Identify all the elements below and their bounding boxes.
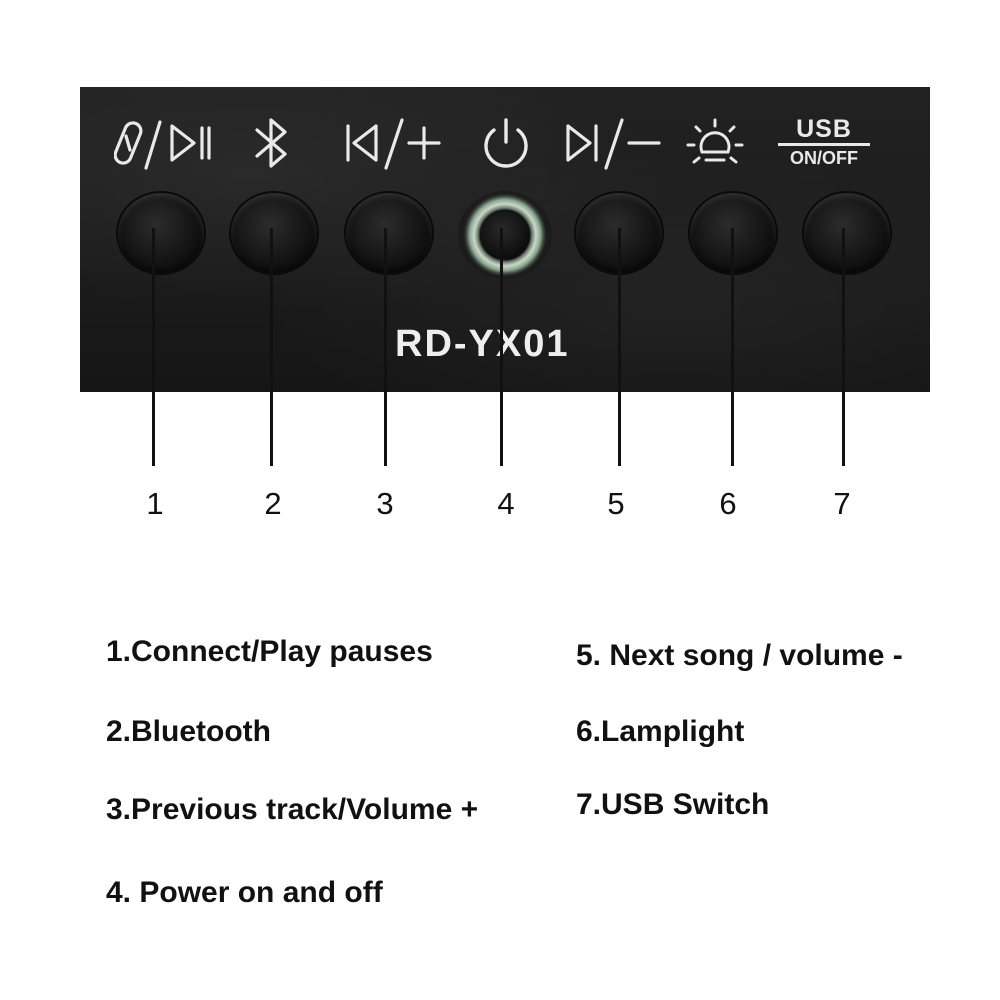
previous-volume-up-icon (340, 112, 446, 174)
leader-line-5 (618, 228, 621, 466)
leader-line-7 (842, 228, 845, 466)
description-2: 2.Bluetooth (106, 715, 271, 748)
usb-switch-button[interactable] (804, 193, 890, 273)
power-button[interactable] (458, 191, 552, 279)
previous-volume-up-button[interactable] (346, 193, 432, 273)
leader-line-1 (152, 228, 155, 466)
callout-number: 2 (264, 486, 282, 521)
callout-number: 7 (833, 486, 851, 521)
bluetooth-button[interactable] (231, 193, 317, 273)
usb-label-bottom: ON/OFF (790, 148, 858, 168)
model-label: RD-YX01 (395, 323, 570, 365)
power-icon (476, 112, 536, 174)
connect-play-pause-icon (114, 112, 226, 174)
description-5: 5. Next song / volume - (576, 639, 903, 672)
callout-number: 6 (719, 486, 737, 521)
description-4: 4. Power on and off (106, 876, 383, 909)
usb-label-top: USB (796, 115, 852, 143)
leader-line-4 (500, 228, 503, 466)
next-volume-down-icon (560, 112, 666, 174)
connect-play-pause-button[interactable] (118, 193, 204, 273)
leader-line-6 (731, 228, 734, 466)
usb-label-divider (778, 143, 870, 146)
description-1: 1.Connect/Play pauses (106, 635, 433, 668)
description-3: 3.Previous track/Volume + (106, 793, 479, 826)
callout-number: 4 (497, 486, 515, 521)
usb-switch-icon: USB ON/OFF (770, 112, 878, 174)
description-7: 7.USB Switch (576, 788, 770, 821)
lamp-icon (682, 112, 748, 174)
leader-line-2 (270, 228, 273, 466)
power-button-cap (480, 211, 530, 259)
callout-number: 3 (376, 486, 394, 521)
description-6: 6.Lamplight (576, 715, 745, 748)
bluetooth-icon (247, 112, 297, 174)
callout-number: 1 (146, 486, 164, 521)
leader-line-3 (384, 228, 387, 466)
callout-number: 5 (607, 486, 625, 521)
